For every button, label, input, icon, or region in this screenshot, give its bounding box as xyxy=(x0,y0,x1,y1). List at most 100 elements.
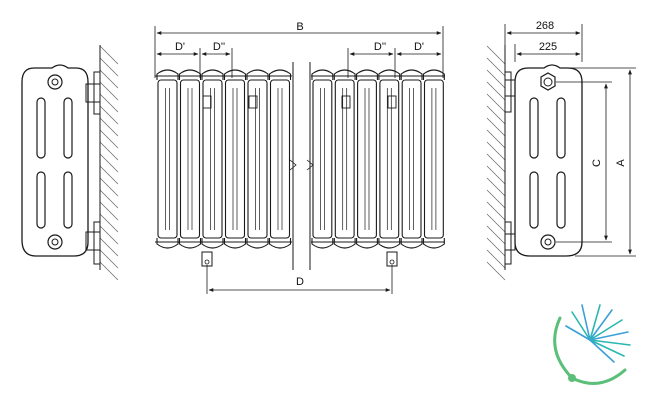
logo-ray xyxy=(565,325,591,341)
hatch-line xyxy=(99,201,119,221)
section-column xyxy=(179,79,201,239)
hatch-line xyxy=(99,117,119,137)
hatch-line xyxy=(99,57,119,77)
dimension-label-d-double-prime-left: D'' xyxy=(213,41,225,53)
hatch-line xyxy=(486,153,506,173)
hatch-line xyxy=(99,225,119,245)
section-column xyxy=(269,79,291,239)
radiator-sections-left xyxy=(156,69,292,249)
section-column xyxy=(312,79,333,239)
hatch-line xyxy=(99,69,119,89)
section-column xyxy=(423,79,444,239)
section-bottom-cap xyxy=(356,238,378,249)
hatch-line xyxy=(486,141,506,161)
logo-ray xyxy=(589,304,601,341)
section-bottom-cap xyxy=(268,238,292,249)
hatch-line xyxy=(99,93,119,113)
logo-ray xyxy=(589,331,629,341)
section-column xyxy=(247,79,268,239)
section-top-cap xyxy=(400,69,423,80)
hatch-line xyxy=(486,177,506,197)
section-top-cap xyxy=(356,69,378,80)
hatch-line xyxy=(99,249,119,269)
section-top-cap xyxy=(201,69,224,80)
hatch-line xyxy=(486,105,506,125)
section-bottom-cap xyxy=(223,238,247,249)
logo-dot xyxy=(568,374,576,382)
logo-ray xyxy=(589,319,623,341)
dimension-lines-front: B D' D'' D'' D' D xyxy=(154,21,444,294)
section-bottom-cap xyxy=(400,238,423,249)
section-bottom-cap xyxy=(178,238,202,249)
section-column xyxy=(202,79,223,239)
hatch-line xyxy=(486,69,506,89)
logo-ray xyxy=(589,339,631,346)
hatch-line xyxy=(486,249,506,269)
hatch-line xyxy=(99,81,119,101)
hatch-line xyxy=(486,81,506,101)
logo-ray xyxy=(589,339,615,363)
section-column xyxy=(357,79,377,239)
hatch-line xyxy=(486,117,506,137)
hatch-line xyxy=(99,45,119,65)
section-bottom-cap xyxy=(201,238,224,249)
hatch-line xyxy=(99,261,119,281)
dimension-lines-side: 268 225 C A xyxy=(504,20,636,257)
dimension-label-a: A xyxy=(615,159,627,167)
section-bottom-cap xyxy=(311,238,334,249)
wall-hatching-right xyxy=(486,45,506,281)
hatch-line xyxy=(99,177,119,197)
section-column xyxy=(379,79,400,239)
radiator-sections-right xyxy=(311,69,445,249)
section-column xyxy=(224,79,246,239)
logo-ray xyxy=(571,311,591,341)
hatch-line xyxy=(486,225,506,245)
hatch-line xyxy=(486,129,506,149)
dimension-label-d-double-prime-right: D'' xyxy=(374,41,386,53)
dimension-label-d-prime-right: D' xyxy=(414,41,424,53)
hatch-line xyxy=(99,237,119,257)
section-top-cap xyxy=(178,69,202,80)
hatch-line xyxy=(486,261,506,281)
wall-hatching-left xyxy=(99,45,119,281)
section-column xyxy=(334,79,355,239)
logo-ray xyxy=(589,339,625,357)
hatch-line xyxy=(486,45,506,65)
hatch-line xyxy=(486,57,506,77)
dimension-label-d: D xyxy=(296,276,304,288)
section-top-cap xyxy=(311,69,334,80)
hatch-line xyxy=(486,201,506,221)
dimension-label-225: 225 xyxy=(539,41,557,53)
dandelion-logo-icon xyxy=(553,304,631,385)
section-top-cap xyxy=(246,69,269,80)
section-bottom-cap xyxy=(246,238,269,249)
hatch-line xyxy=(99,129,119,149)
logo-ray xyxy=(581,304,591,341)
hatch-line xyxy=(99,213,119,233)
section-top-cap xyxy=(378,69,401,80)
hatch-line xyxy=(486,213,506,233)
dimension-label-d-prime-left: D' xyxy=(175,41,185,53)
hatch-line xyxy=(99,141,119,161)
section-bottom-cap xyxy=(378,238,401,249)
section-top-cap xyxy=(422,69,445,80)
section-top-cap xyxy=(268,69,292,80)
hatch-line xyxy=(486,237,506,257)
right-side-view xyxy=(486,45,583,281)
section-top-cap xyxy=(223,69,247,80)
section-bottom-cap xyxy=(333,238,356,249)
logo-ray xyxy=(589,309,613,341)
dimension-label-268: 268 xyxy=(536,20,554,32)
section-bottom-cap xyxy=(156,238,179,249)
section-top-cap xyxy=(333,69,356,80)
hatch-line xyxy=(486,165,506,185)
dimension-label-c: C xyxy=(591,159,603,167)
section-top-cap xyxy=(156,69,179,80)
hatch-line xyxy=(99,105,119,125)
hatch-line xyxy=(99,165,119,185)
section-column xyxy=(157,79,178,239)
hatch-line xyxy=(486,93,506,113)
front-view xyxy=(155,62,445,270)
dimension-label-b: B xyxy=(296,21,303,33)
